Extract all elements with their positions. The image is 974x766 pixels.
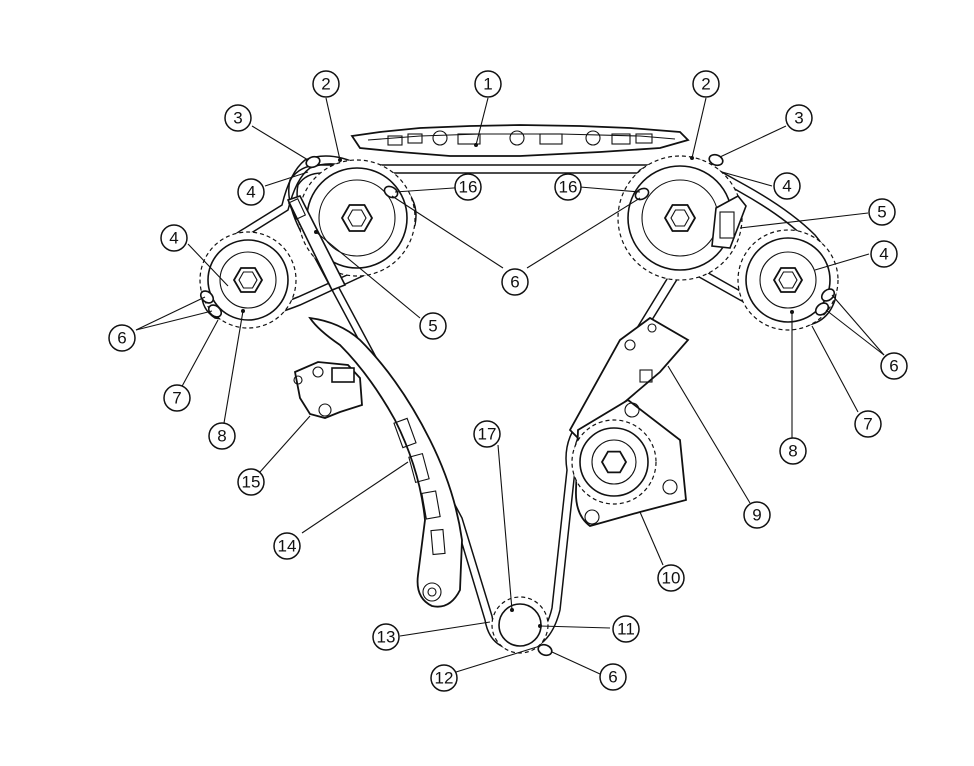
svg-text:7: 7	[172, 389, 181, 408]
callout-6-left: 6	[108, 324, 136, 352]
callout-3-left: 3	[224, 104, 252, 132]
right-camshaft-sprocket	[617, 155, 743, 281]
callout-17: 17	[473, 420, 501, 448]
svg-text:6: 6	[117, 329, 126, 348]
callout-14: 14	[273, 532, 301, 560]
svg-text:16: 16	[559, 178, 578, 197]
leader-lines	[135, 97, 885, 675]
callout-5-right: 5	[868, 198, 896, 226]
callout-6-right: 6	[880, 352, 908, 380]
svg-text:6: 6	[608, 668, 617, 687]
svg-text:15: 15	[242, 473, 261, 492]
upper-chain-guide	[350, 124, 690, 157]
svg-text:4: 4	[246, 183, 255, 202]
svg-text:10: 10	[662, 569, 681, 588]
callout-8-left: 8	[208, 422, 236, 450]
right-exhaust-sprocket	[737, 229, 839, 331]
svg-text:8: 8	[217, 427, 226, 446]
svg-text:8: 8	[788, 442, 797, 461]
callout-4-upper-left: 4	[237, 178, 265, 206]
svg-text:7: 7	[863, 415, 872, 434]
right-chain-tensioner	[711, 194, 747, 249]
callout-6-bottom: 6	[599, 663, 627, 691]
svg-text:4: 4	[879, 245, 888, 264]
svg-text:1: 1	[483, 75, 492, 94]
callout-3-right: 3	[785, 104, 813, 132]
callout-4-left: 4	[160, 224, 188, 252]
left-chain-tensioner	[286, 195, 347, 292]
svg-text:4: 4	[169, 229, 178, 248]
callout-5-left: 5	[419, 312, 447, 340]
svg-text:3: 3	[794, 109, 803, 128]
svg-text:14: 14	[278, 537, 297, 556]
callout-2-right: 2	[692, 70, 720, 98]
svg-text:17: 17	[478, 425, 497, 444]
callout-6-center: 6	[501, 268, 529, 296]
callout-16-right: 16	[554, 173, 582, 201]
tension-guide	[568, 316, 690, 442]
callout-11: 11	[612, 615, 640, 643]
svg-text:4: 4	[782, 177, 791, 196]
crankshaft-sprocket	[491, 596, 549, 654]
svg-text:5: 5	[428, 317, 437, 336]
svg-text:16: 16	[459, 178, 478, 197]
callout-4-right: 4	[870, 240, 898, 268]
svg-text:2: 2	[701, 75, 710, 94]
left-exhaust-sprocket	[199, 231, 297, 329]
svg-text:5: 5	[877, 203, 886, 222]
svg-text:6: 6	[889, 357, 898, 376]
callout-1: 1	[474, 70, 502, 98]
callout-12: 12	[430, 664, 458, 692]
svg-text:6: 6	[510, 273, 519, 292]
callout-8-right: 8	[779, 437, 807, 465]
svg-text:12: 12	[435, 669, 454, 688]
svg-text:3: 3	[233, 109, 242, 128]
callout-16-left: 16	[454, 173, 482, 201]
timing-marks	[199, 153, 836, 657]
callout-2-left: 2	[312, 70, 340, 98]
callout-7-right: 7	[854, 410, 882, 438]
svg-text:2: 2	[321, 75, 330, 94]
callout-9: 9	[743, 501, 771, 529]
svg-text:13: 13	[377, 628, 396, 647]
idler-sprocket-bracket	[571, 398, 687, 527]
callout-4-upper-right: 4	[773, 172, 801, 200]
slack-guide	[308, 316, 463, 608]
hydraulic-tensioner	[293, 361, 363, 419]
svg-text:9: 9	[752, 506, 761, 525]
callout-10: 10	[657, 564, 685, 592]
callout-15: 15	[237, 468, 265, 496]
callout-13: 13	[372, 623, 400, 651]
leader-dots	[241, 143, 794, 628]
callout-7-left: 7	[163, 384, 191, 412]
svg-text:11: 11	[617, 620, 635, 639]
